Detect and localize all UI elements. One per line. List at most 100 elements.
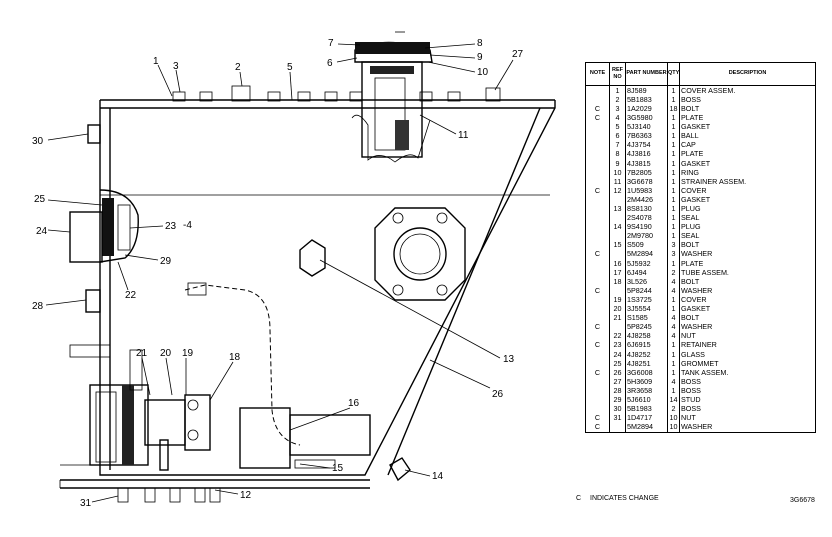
- cell-note: [585, 176, 610, 187]
- cell-ref: 23: [609, 340, 626, 350]
- cell-desc: WASHER: [679, 249, 816, 259]
- cell-desc: COVER ASSEM.: [679, 85, 816, 96]
- cell-ref: [609, 249, 626, 259]
- cell-ref: 31: [609, 413, 626, 423]
- cell-note: [585, 395, 610, 405]
- callout-31: 31: [80, 498, 92, 509]
- cell-part: 8S8130: [625, 204, 668, 214]
- cell-part: 5B1983: [625, 404, 668, 414]
- cell-desc: BOSS: [679, 95, 816, 105]
- cell-ref: 21: [609, 313, 626, 323]
- cell-desc: STUD: [679, 395, 816, 405]
- cell-qty: 4: [667, 276, 680, 287]
- cell-note: [585, 313, 610, 323]
- cell-desc: BOLT: [679, 240, 816, 250]
- callout-9: 9: [477, 52, 483, 63]
- tank-body: [59, 99, 556, 489]
- cell-ref: 20: [609, 304, 626, 314]
- cell-part: 3G6678: [625, 176, 668, 187]
- cell-qty: 4: [667, 331, 680, 341]
- cell-part: 4J8251: [625, 358, 668, 368]
- breather-tube: [184, 282, 301, 446]
- callout-5: 5: [287, 62, 293, 73]
- lower-valve-cover: [89, 349, 211, 471]
- cell-ref: [609, 231, 626, 241]
- callout-29: 29: [160, 256, 172, 267]
- cell-desc: BOSS: [679, 386, 816, 396]
- cell-ref: 6: [609, 131, 626, 141]
- cell-part: 6J494: [625, 267, 668, 277]
- cell-qty: 2: [667, 404, 680, 414]
- cell-ref: 28: [609, 386, 626, 396]
- cell-note: [585, 267, 610, 277]
- cell-part: 1D4717: [625, 413, 668, 423]
- cell-part: 2S4078: [625, 213, 668, 223]
- cell-ref: 22: [609, 331, 626, 341]
- cell-ref: [609, 213, 626, 223]
- cell-desc: CAP: [679, 140, 816, 150]
- cell-ref: 11: [609, 176, 626, 187]
- cell-note: C: [585, 367, 610, 377]
- callout-25: 25: [34, 194, 46, 205]
- callout-28: 28: [32, 301, 44, 312]
- top-bolts: [172, 85, 501, 102]
- cell-ref: 26: [609, 367, 626, 377]
- cell-note: C: [585, 104, 610, 114]
- cell-note: [585, 304, 610, 314]
- cell-part: 2M9780: [625, 231, 668, 241]
- cell-note: [585, 222, 610, 232]
- cell-desc: NUT: [679, 413, 816, 423]
- cell-desc: GASKET: [679, 122, 816, 132]
- cell-qty: 2: [667, 267, 680, 277]
- cell-desc: SEAL: [679, 213, 816, 223]
- cell-note: C: [585, 422, 610, 433]
- cell-desc: BALL: [679, 131, 816, 141]
- cell-part: 5M2894: [625, 249, 668, 259]
- cell-ref: [609, 422, 626, 433]
- cell-desc: COVER: [679, 186, 816, 196]
- cell-desc: COVER: [679, 295, 816, 305]
- callout-16: 16: [348, 398, 360, 409]
- cell-part: 2M4426: [625, 195, 668, 205]
- cell-ref: 30: [609, 404, 626, 414]
- drain-plug: [299, 239, 326, 277]
- callout-13: 13: [503, 354, 515, 365]
- callout-30: 30: [32, 136, 44, 147]
- cell-qty: 4: [667, 377, 680, 387]
- callout-19: 19: [182, 348, 194, 359]
- cell-qty: 1: [667, 158, 680, 168]
- cell-note: [585, 276, 610, 287]
- cell-qty: 4: [667, 313, 680, 323]
- leader-lines: [45, 43, 514, 503]
- cell-part: 9S4190: [625, 222, 668, 232]
- cell-desc: PLATE: [679, 149, 816, 159]
- cell-part: 7B6363: [625, 131, 668, 141]
- side-note-minus-4: -4: [183, 220, 192, 231]
- cell-qty: 1: [667, 131, 680, 141]
- cell-qty: 1: [667, 85, 680, 96]
- cell-qty: 14: [667, 395, 680, 405]
- cell-qty: 1: [667, 304, 680, 314]
- callout-21: 21: [136, 348, 148, 359]
- cell-desc: BOLT: [679, 313, 816, 323]
- cell-desc: GASKET: [679, 195, 816, 205]
- cell-note: [585, 131, 610, 141]
- cell-desc: RETAINER: [679, 340, 816, 350]
- callout-2: 2: [235, 62, 241, 73]
- cell-qty: 1: [667, 204, 680, 214]
